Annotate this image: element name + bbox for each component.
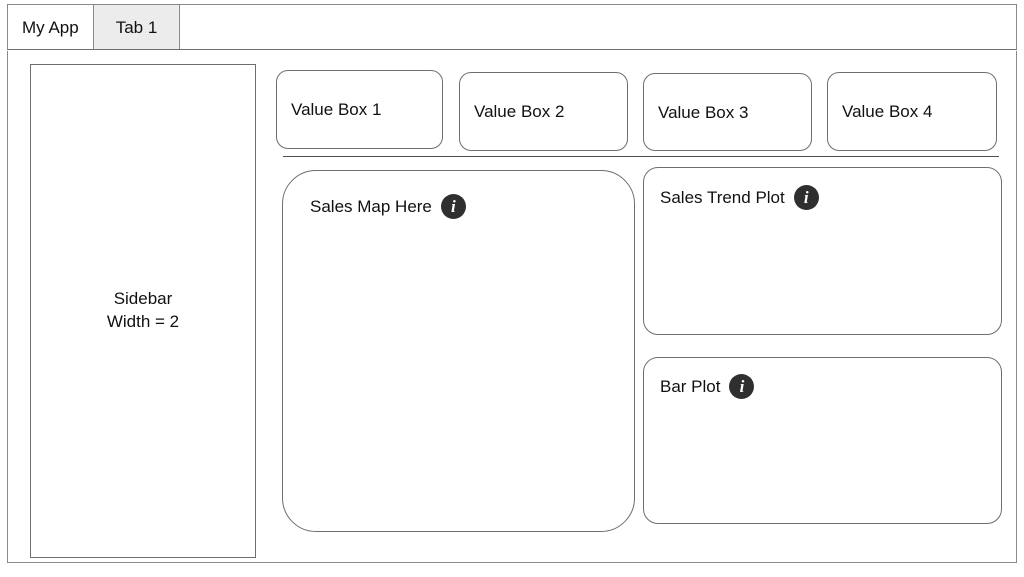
sales-map-title: Sales Map Here (310, 197, 432, 216)
sales-trend-plot-panel[interactable] (643, 167, 1002, 335)
bar-plot-title: Bar Plot (660, 377, 721, 396)
section-divider (283, 156, 999, 157)
navbar: My App Tab 1 (7, 4, 1017, 50)
sidebar-text: Sidebar Width = 2 (107, 288, 179, 334)
sales-map-header: Sales Map Here i (310, 194, 466, 219)
value-box-1[interactable]: Value Box 1 (276, 70, 443, 149)
value-box-4-label: Value Box 4 (842, 102, 933, 121)
value-box-4[interactable]: Value Box 4 (827, 72, 997, 151)
app-brand: My App (8, 5, 94, 49)
sales-trend-plot-header: Sales Trend Plot i (660, 185, 819, 210)
value-box-1-label: Value Box 1 (291, 100, 382, 119)
sidebar-line-1: Sidebar (113, 289, 173, 309)
value-box-3-label: Value Box 3 (658, 102, 749, 122)
info-icon[interactable]: i (440, 194, 466, 219)
value-box-3[interactable]: Value Box 3 (643, 73, 812, 151)
navbar-filler (180, 5, 1016, 49)
bar-plot-panel[interactable] (643, 357, 1002, 524)
sidebar-line-2: Width = 2 (106, 312, 180, 331)
tab-1[interactable]: Tab 1 (93, 5, 181, 49)
info-icon[interactable]: i (793, 185, 819, 210)
value-box-2[interactable]: Value Box 2 (459, 72, 628, 151)
sales-map-panel[interactable] (282, 170, 635, 532)
bar-plot-header: Bar Plot i (660, 374, 755, 399)
value-box-2-label: Value Box 2 (474, 102, 565, 121)
sidebar-panel[interactable]: Sidebar Width = 2 (30, 64, 256, 558)
sales-trend-plot-title: Sales Trend Plot (660, 188, 785, 207)
info-icon[interactable]: i (729, 374, 755, 399)
